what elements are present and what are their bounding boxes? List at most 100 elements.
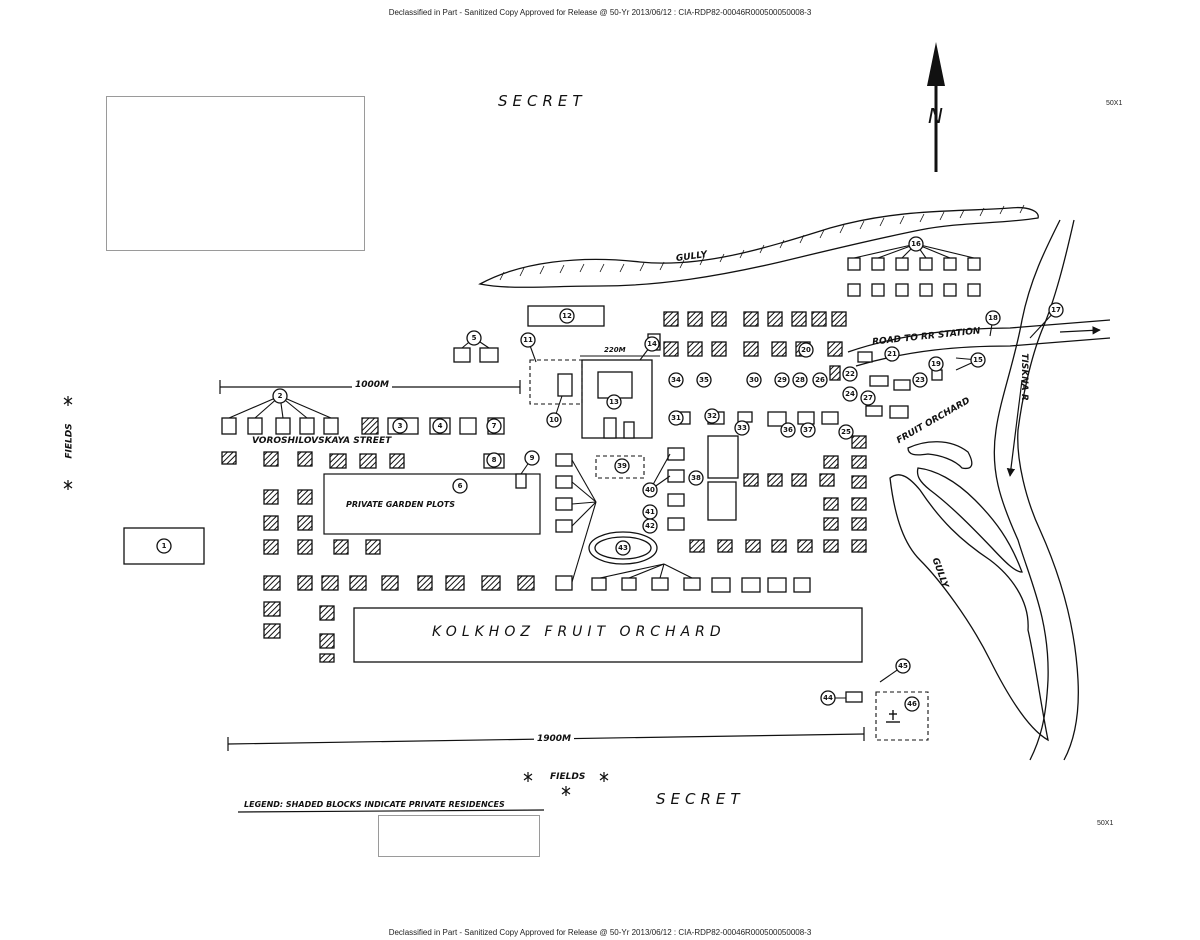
label-street: VOROSHILOVSKAYA STREET xyxy=(252,436,392,446)
private-residence xyxy=(263,451,279,467)
building xyxy=(621,577,637,591)
connector-line xyxy=(571,501,597,527)
connector-line xyxy=(279,395,332,419)
building-10 xyxy=(557,373,573,397)
marker-42: 42 xyxy=(642,518,658,534)
marker-17: 17 xyxy=(1048,302,1064,318)
redaction-box-bottom xyxy=(378,815,540,857)
marker-number: 32 xyxy=(707,412,717,420)
north-label: N xyxy=(928,104,943,128)
private-residence xyxy=(743,473,759,487)
private-residence xyxy=(263,539,279,555)
private-residence xyxy=(359,453,377,469)
private-residence xyxy=(381,575,399,591)
connector-line xyxy=(571,459,597,503)
marker-number: 30 xyxy=(749,376,759,384)
marker-number: 4 xyxy=(438,422,443,430)
marker-number: 6 xyxy=(458,482,463,490)
private-residence xyxy=(445,575,465,591)
gully-east xyxy=(889,474,1049,742)
private-residence xyxy=(831,311,847,327)
building xyxy=(741,577,761,593)
marker-18: 18 xyxy=(985,310,1001,326)
building xyxy=(651,577,669,591)
label-dim-1900m: 1900M xyxy=(534,734,575,744)
marker-number: 39 xyxy=(617,462,627,470)
private-garden-plots-area xyxy=(323,473,541,535)
label-dim-1000m: 1000M xyxy=(352,380,393,390)
marker-number: 42 xyxy=(645,522,655,530)
building xyxy=(865,405,883,417)
marker-number: 43 xyxy=(618,544,628,552)
marker-number: 22 xyxy=(845,370,855,378)
building xyxy=(479,347,499,363)
private-residence xyxy=(329,453,347,469)
dashed-area-39 xyxy=(595,455,645,479)
marker-number: 7 xyxy=(492,422,497,430)
connector-line xyxy=(628,563,665,579)
building xyxy=(793,577,811,593)
building xyxy=(221,417,237,435)
marker-number: 11 xyxy=(523,336,533,344)
building xyxy=(871,257,885,271)
building-35 xyxy=(707,435,739,479)
private-residence xyxy=(819,473,835,487)
marker-25: 25 xyxy=(838,424,854,440)
building xyxy=(737,411,753,423)
marker-number: 25 xyxy=(841,428,851,436)
marker-46: 46 xyxy=(904,696,920,712)
marker-15: 15 xyxy=(970,352,986,368)
private-residence xyxy=(823,497,839,511)
private-residence xyxy=(297,515,313,531)
gully-east-small xyxy=(907,441,973,470)
building xyxy=(871,283,885,297)
marker-number: 8 xyxy=(492,456,497,464)
private-residence xyxy=(389,453,405,469)
marker-number: 45 xyxy=(898,662,908,670)
private-residence xyxy=(851,435,867,449)
marker-1: 1 xyxy=(156,538,172,554)
private-residence xyxy=(663,311,679,327)
connector-line xyxy=(915,243,975,259)
marker-45: 45 xyxy=(895,658,911,674)
building xyxy=(323,417,339,435)
road-to-rr-station xyxy=(847,319,1111,367)
building xyxy=(711,577,731,593)
marker-number: 20 xyxy=(801,346,811,354)
marker-30: 30 xyxy=(746,372,762,388)
north-arrow xyxy=(927,42,945,172)
marker-33: 33 xyxy=(734,420,750,436)
building xyxy=(919,283,933,297)
private-residence xyxy=(365,539,381,555)
marker-20: 20 xyxy=(798,342,814,358)
building xyxy=(967,257,981,271)
building xyxy=(667,469,685,483)
marker-number: 44 xyxy=(823,694,833,702)
marker-7: 7 xyxy=(486,418,502,434)
private-residence xyxy=(481,575,501,591)
label-dim-220m: 220M xyxy=(604,346,626,354)
private-residence xyxy=(743,341,759,357)
private-residence xyxy=(263,623,281,639)
marker-26: 26 xyxy=(812,372,828,388)
connector-line xyxy=(659,563,665,579)
marker-4: 4 xyxy=(432,418,448,434)
marker-5: 5 xyxy=(466,330,482,346)
marker-number: 17 xyxy=(1051,306,1061,314)
marker-number: 37 xyxy=(803,426,813,434)
marker-number: 5 xyxy=(472,334,477,342)
private-residence xyxy=(663,341,679,357)
building xyxy=(555,475,573,489)
marker-27: 27 xyxy=(860,390,876,406)
private-residence xyxy=(851,517,867,531)
building xyxy=(555,453,573,467)
marker-number: 2 xyxy=(278,392,283,400)
building xyxy=(275,417,291,435)
marker-number: 1 xyxy=(162,542,167,550)
redaction-box-top-left xyxy=(106,96,365,251)
private-residence xyxy=(689,539,705,553)
private-residence xyxy=(349,575,367,591)
building xyxy=(555,519,573,533)
